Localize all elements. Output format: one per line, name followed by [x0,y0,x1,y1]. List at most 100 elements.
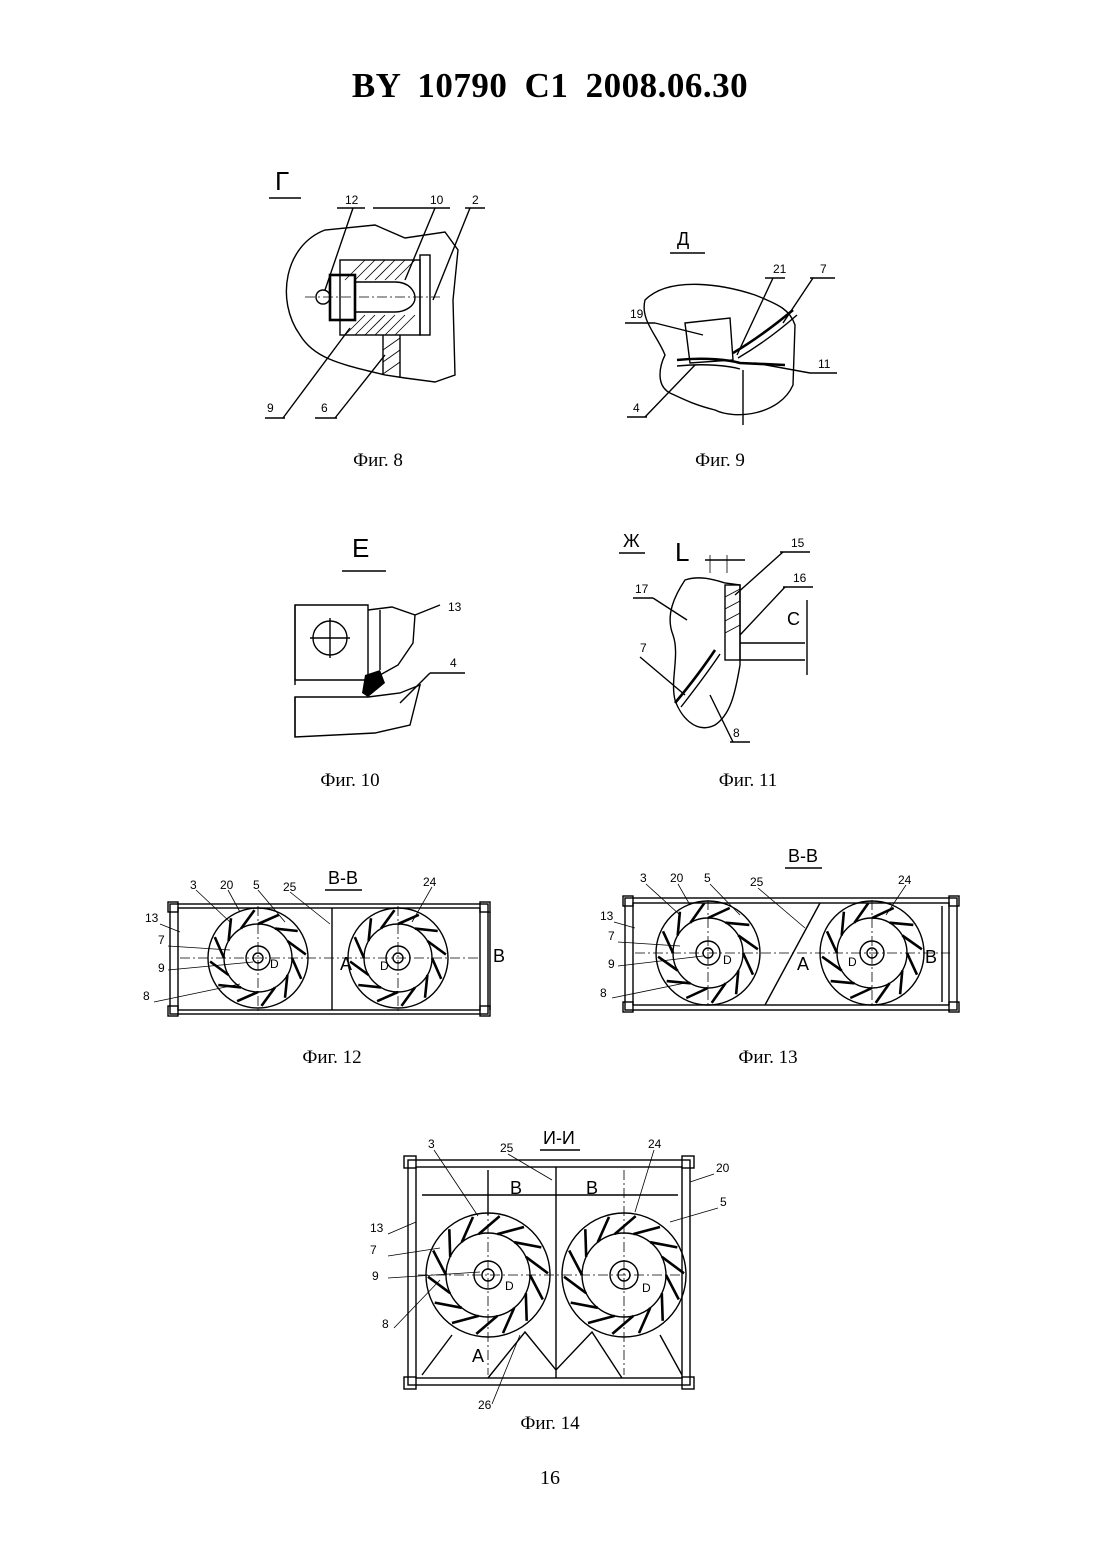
fig11-view-letter: Ж [623,531,640,551]
impeller-blade [686,988,708,998]
fig11-label-8: 8 [733,726,740,740]
impeller-blade [850,988,872,998]
fig12-label-7: 7 [158,933,165,947]
impeller-blade [662,1293,663,1321]
fig12-label-20: 20 [220,878,234,892]
fig13-label-7: 7 [608,929,615,943]
fig13-label-D2: D [848,955,857,969]
fig12-label-25: 25 [283,880,297,894]
fig11-label-17: 17 [635,582,649,596]
fig14-label-D2: D [642,1281,651,1295]
fig12-label-5: 5 [253,878,260,892]
impeller-blade [827,931,837,953]
impeller-blade [258,915,279,924]
fig12-label-9: 9 [158,961,165,975]
page-number: 16 [0,1467,1100,1490]
figure-11-caption: Фиг. 11 [668,770,828,792]
figure-10-caption: Фиг. 10 [270,770,430,792]
impeller-blade [237,992,258,1001]
fig12-label-B: B [493,946,505,966]
figure-10-drawing: Е 13 4 [280,525,480,750]
fig14-label-26: 26 [478,1398,492,1412]
fig12-label-8: 8 [143,989,150,1003]
impeller-blade [377,992,398,1001]
impeller-blade [215,937,224,958]
figure-12-drawing: В-В A B D D 3 20 5 25 24 13 7 9 8 [140,862,510,1027]
fig10-label-13: 13 [448,600,462,614]
fig13-label-24: 24 [898,873,912,887]
fig13-label-13: 13 [600,909,614,923]
fig10-label-4: 4 [450,656,457,670]
impeller-blade [292,958,301,979]
impeller-blade [663,931,673,953]
patent-header: BY 10790 C1 2008.06.30 [0,66,1100,106]
fig13-label-8: 8 [600,986,607,1000]
fig11-label-C: C [787,609,800,629]
fig12-label-3: 3 [190,878,197,892]
fig9-label-11: 11 [818,357,831,371]
impeller-blade [907,953,917,975]
impeller-blade [585,1229,586,1257]
fig14-label-20: 20 [716,1161,730,1175]
fig14-label-B1: B [510,1178,522,1198]
impeller-blade [666,1275,679,1300]
fig11-label-7: 7 [640,641,647,655]
fig14-label-5: 5 [720,1195,727,1209]
impeller-blade [479,1216,500,1234]
fig12-label-13: 13 [145,911,159,925]
impeller-blade [872,908,894,918]
fig9-label-4: 4 [633,401,640,415]
fig14-label-24: 24 [648,1137,662,1151]
fig13-label-A: A [797,954,809,974]
fig11-label-L: L [675,537,689,567]
fig8-label-10: 10 [430,193,444,207]
fig8-label-9: 9 [267,401,274,415]
figure-14-caption: Фиг. 14 [470,1413,630,1435]
fig14-label-9: 9 [372,1269,379,1283]
fig9-label-19: 19 [630,307,644,321]
fig13-label-B: B [925,947,937,967]
impeller-blade [433,1251,446,1276]
impeller-blade [355,937,364,958]
fig14-label-7: 7 [370,1243,377,1257]
impeller-blade [588,1316,615,1323]
fig12-label-D: D [270,957,279,971]
fig11-label-15: 15 [791,536,805,550]
fig14-label-A: A [472,1346,484,1366]
fig14-label-B2: B [586,1178,598,1198]
figure-12-caption: Фиг. 12 [252,1047,412,1069]
fig13-label-20: 20 [670,871,684,885]
impeller-blade [452,1316,479,1323]
figure-13-caption: Фиг. 13 [688,1047,848,1069]
impeller-blade [708,908,730,918]
figure-9-drawing: Д 21 7 19 11 4 [615,215,845,430]
figure-8-drawing: Г 12 10 2 9 6 [255,160,485,430]
fig14-label-D: D [505,1279,514,1293]
fig14-label-3: 3 [428,1137,435,1151]
figure-8-caption: Фиг. 8 [298,450,458,472]
impeller-blade [432,958,441,979]
fig8-view-letter: Г [275,166,289,196]
impeller-blade [476,1316,497,1334]
figure-14-drawing: И-И B B A D D 3 25 24 20 5 13 7 9 8 26 [360,1120,740,1410]
fig12-label-A: A [340,954,352,974]
figure-13-drawing: В-В A B D D 3 20 5 25 24 13 7 9 8 [590,840,970,1025]
figure-11-drawing: Ж L C 15 16 17 7 8 [615,525,845,750]
fig8-label-6: 6 [321,401,328,415]
impeller-blade [633,1227,660,1234]
fig13-section-label: В-В [788,846,818,866]
impeller-blade [449,1229,450,1257]
fig12-section-label: В-В [328,868,358,888]
fig14-label-13: 13 [370,1221,384,1235]
fig9-view-letter: Д [677,229,689,249]
fig10-view-letter: Е [352,533,369,563]
fig13-label-5: 5 [704,871,711,885]
impeller-blade [615,1216,636,1234]
impeller-blade [497,1227,524,1234]
fig8-label-2: 2 [472,193,479,207]
impeller-blade [612,1316,633,1334]
fig13-label-D: D [723,953,732,967]
impeller-blade [530,1275,543,1300]
figure-9-caption: Фиг. 9 [640,450,800,472]
impeller-blade [526,1293,527,1321]
